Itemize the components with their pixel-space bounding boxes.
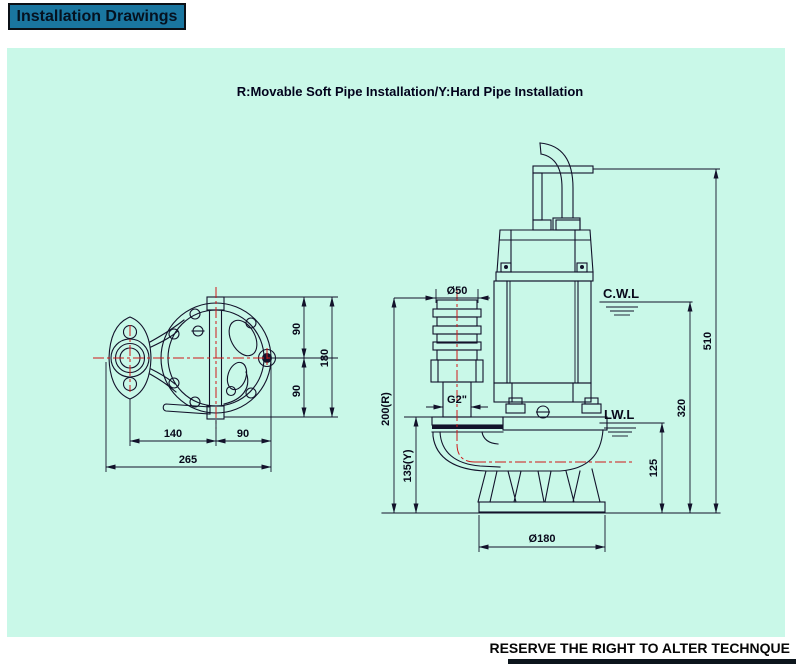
dimensions-top-view: 90 90 180 140 90 265 bbox=[105, 296, 338, 472]
flow-centerline bbox=[456, 290, 633, 463]
pump-motor-housing bbox=[493, 229, 602, 419]
side-view-drawing: C.W.L LW.L 510 320 125 Ø50 bbox=[380, 142, 721, 552]
lwl-label: LW.L bbox=[604, 407, 634, 422]
page-title: Installation Drawings bbox=[16, 7, 178, 25]
centerlines-top-view bbox=[93, 287, 305, 429]
top-view-drawing: 90 90 180 140 90 265 bbox=[93, 287, 338, 472]
dim-lwl-height-label: 125 bbox=[648, 459, 660, 477]
dim-width-total-label: 265 bbox=[179, 454, 197, 466]
pump-volute-and-strainer bbox=[431, 416, 608, 513]
base-diameter-label: Ø180 bbox=[529, 533, 556, 545]
hose-diameter-label: Ø50 bbox=[447, 285, 468, 297]
title-bar: Installation Drawings bbox=[8, 3, 186, 30]
dim-height-top-label: 90 bbox=[291, 323, 303, 335]
pump-handle-and-cable bbox=[532, 142, 594, 231]
dim-height-bottom-label: 90 bbox=[291, 385, 303, 397]
footer-note: RESERVE THE RIGHT TO ALTER TECHNQUE bbox=[489, 640, 790, 656]
dim-width-right-label: 90 bbox=[237, 428, 249, 440]
outlet-thread-label: G2" bbox=[447, 394, 467, 406]
dim-height-total-label: 180 bbox=[319, 349, 331, 367]
height-hard-pipe-label: 135(Y) bbox=[402, 449, 414, 482]
drawing-subtitle: R:Movable Soft Pipe Installation/Y:Hard … bbox=[236, 84, 584, 99]
dim-cwl-height-label: 320 bbox=[676, 399, 688, 417]
dim-width-left-label: 140 bbox=[164, 428, 182, 440]
footer-bar bbox=[508, 659, 796, 664]
dimensions-side-view: 510 320 125 Ø50 200(R) G2" 135(Y) Ø180 bbox=[380, 168, 721, 552]
dim-total-height-label: 510 bbox=[702, 332, 714, 350]
water-levels: C.W.L LW.L bbox=[599, 286, 693, 437]
height-soft-pipe-label: 200(R) bbox=[380, 392, 392, 426]
cwl-label: C.W.L bbox=[603, 286, 639, 301]
